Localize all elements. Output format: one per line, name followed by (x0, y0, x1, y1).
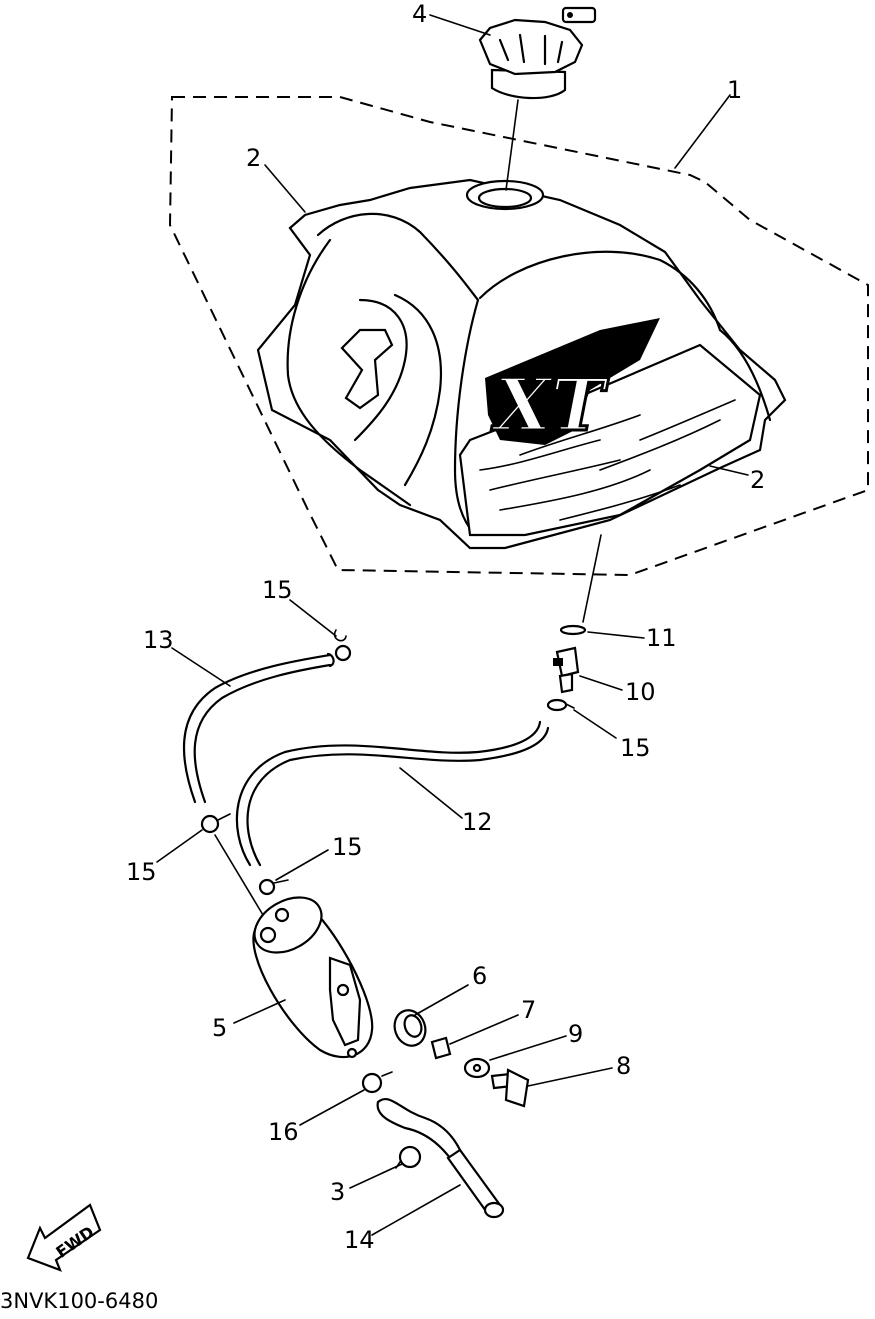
plug-3 (395, 1145, 422, 1169)
callout-label: 15 (126, 858, 157, 886)
callout-label: 12 (462, 808, 493, 836)
clip-15-mid (258, 878, 289, 896)
clip-15-right (546, 698, 568, 712)
drain-hose-14 (446, 1148, 505, 1219)
fuel-tank: XT (256, 178, 787, 550)
callout-label: 3 (330, 1178, 345, 1206)
fuel-hose-12 (246, 726, 550, 867)
fwd-arrow: FWD (26, 1203, 102, 1272)
xt-logo: XT (485, 318, 660, 449)
callout-label: 1 (727, 76, 742, 104)
svg-text:XT: XT (491, 362, 609, 447)
clip-16 (346, 1047, 393, 1094)
callout-label: 8 (616, 1052, 631, 1080)
callout-label: 2 (750, 466, 765, 494)
callout-label: 5 (212, 1014, 227, 1042)
callout-label: 15 (262, 576, 293, 604)
collar-7 (430, 1036, 452, 1060)
leader-lines (156, 14, 749, 1236)
callout-label: 15 (620, 734, 651, 762)
callout-label: 16 (268, 1118, 299, 1146)
callout-label: 11 (646, 624, 677, 652)
diagram-code: 3NVK100-6480 (0, 1289, 158, 1313)
washer-9 (463, 1057, 491, 1079)
side-scoop-outline (340, 328, 394, 410)
hose-elbow (376, 1098, 462, 1160)
fuel-filter-5 (214, 834, 374, 1059)
callout-label: 13 (143, 626, 174, 654)
clip-15-top (333, 629, 352, 662)
assembly-boundary-dashed (168, 96, 869, 577)
callout-label: 7 (521, 996, 536, 1024)
callout-label: 15 (332, 833, 363, 861)
fuel-cap (478, 6, 597, 100)
breather-hose-13 (182, 653, 332, 804)
clip-15-left (200, 813, 231, 834)
bolt-8 (490, 1068, 530, 1108)
callout-label: 6 (472, 962, 487, 990)
fuel-cock-10 (553, 646, 580, 694)
callout-label: 2 (246, 144, 261, 172)
washer-11 (559, 624, 587, 636)
grommet-6 (393, 1009, 427, 1047)
callout-label: 9 (568, 1020, 583, 1048)
filler-neck (465, 179, 545, 211)
callout-label: 14 (344, 1226, 375, 1254)
callout-label: 4 (412, 0, 427, 28)
callout-label: 10 (625, 678, 656, 706)
